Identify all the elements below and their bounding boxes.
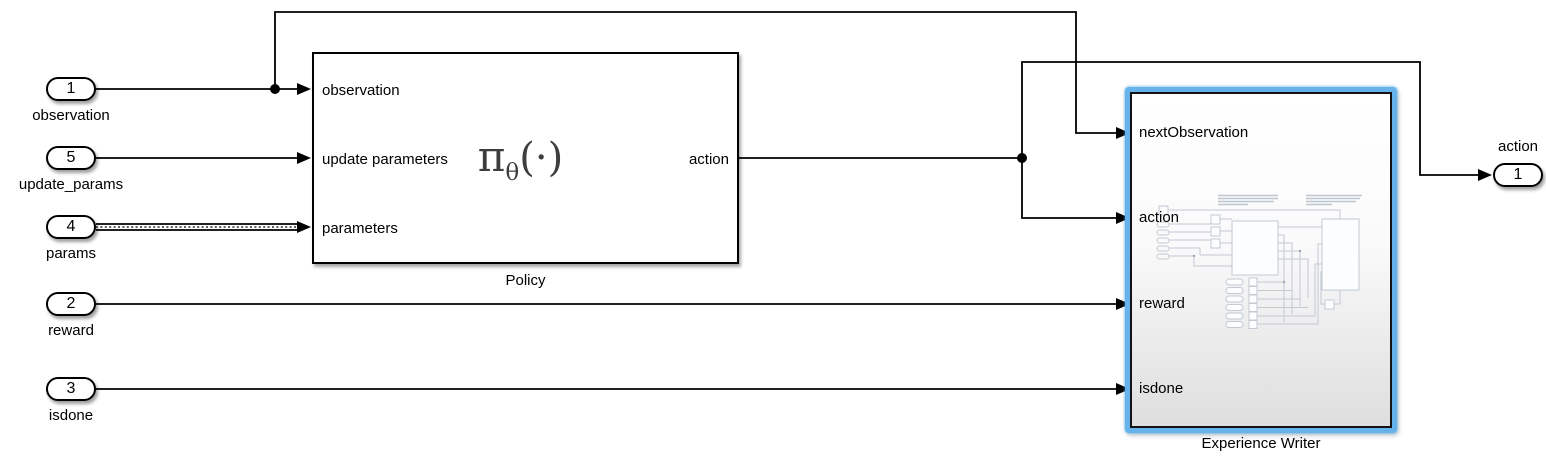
writer-port-reward: reward — [1139, 295, 1185, 312]
wire-action-to-outport[interactable] — [1021, 61, 1478, 176]
inport-update-params-label[interactable]: update_params — [18, 176, 124, 193]
inport-number: 5 — [66, 149, 76, 166]
arrowhead — [1116, 383, 1130, 395]
inport-isdone[interactable]: 3 — [46, 377, 96, 401]
policy-port-action: action — [688, 151, 729, 168]
policy-block[interactable]: observation update parameters parameters… — [312, 52, 739, 264]
inport-number: 2 — [66, 295, 76, 312]
inport-observation-label[interactable]: observation — [32, 107, 110, 124]
policy-symbol-pi-theta: πθ(·) — [477, 132, 564, 186]
inport-isdone-label[interactable]: isdone — [48, 407, 94, 424]
writer-port-isdone: isdone — [1139, 380, 1184, 397]
inport-number: 3 — [66, 380, 76, 397]
writer-port-nextobservation: nextObservation — [1139, 124, 1249, 141]
outport-action-label[interactable]: action — [1497, 138, 1539, 155]
writer-port-action: action — [1139, 209, 1180, 226]
inport-update-params[interactable]: 5 — [46, 146, 96, 170]
arrowhead — [297, 83, 311, 95]
wire-action-to-writer[interactable] — [1021, 158, 1116, 219]
inport-number: 1 — [66, 80, 76, 97]
inport-number: 4 — [66, 218, 76, 235]
arrowhead — [1116, 212, 1130, 224]
arrowhead — [1116, 127, 1130, 139]
inport-params[interactable]: 4 — [46, 215, 96, 239]
policy-block-title[interactable]: Policy — [505, 272, 546, 289]
inport-reward[interactable]: 2 — [46, 292, 96, 316]
policy-port-parameters: parameters — [322, 220, 398, 237]
experience-writer-title[interactable]: Experience Writer — [1201, 435, 1321, 452]
policy-port-update-parameters: update parameters — [322, 151, 448, 168]
inport-reward-label[interactable]: reward — [48, 322, 94, 339]
experience-writer-selection-border: nextObservation action reward isdone — [1125, 87, 1397, 433]
policy-port-observation: observation — [322, 82, 400, 99]
inport-params-label[interactable]: params — [45, 245, 97, 262]
experience-writer-block[interactable]: nextObservation action reward isdone — [1130, 92, 1392, 428]
arrowhead — [1116, 298, 1130, 310]
junction-dot — [1017, 153, 1027, 163]
junction-dot — [270, 84, 280, 94]
wire-observation-branch[interactable] — [274, 11, 1116, 134]
subsystem-preview — [1156, 194, 1362, 329]
arrowhead — [297, 152, 311, 164]
arrowhead — [1478, 169, 1492, 181]
inport-observation[interactable]: 1 — [46, 77, 96, 101]
outport-number: 1 — [1513, 166, 1523, 183]
arrowhead — [297, 221, 311, 233]
outport-action[interactable]: 1 — [1493, 163, 1543, 187]
